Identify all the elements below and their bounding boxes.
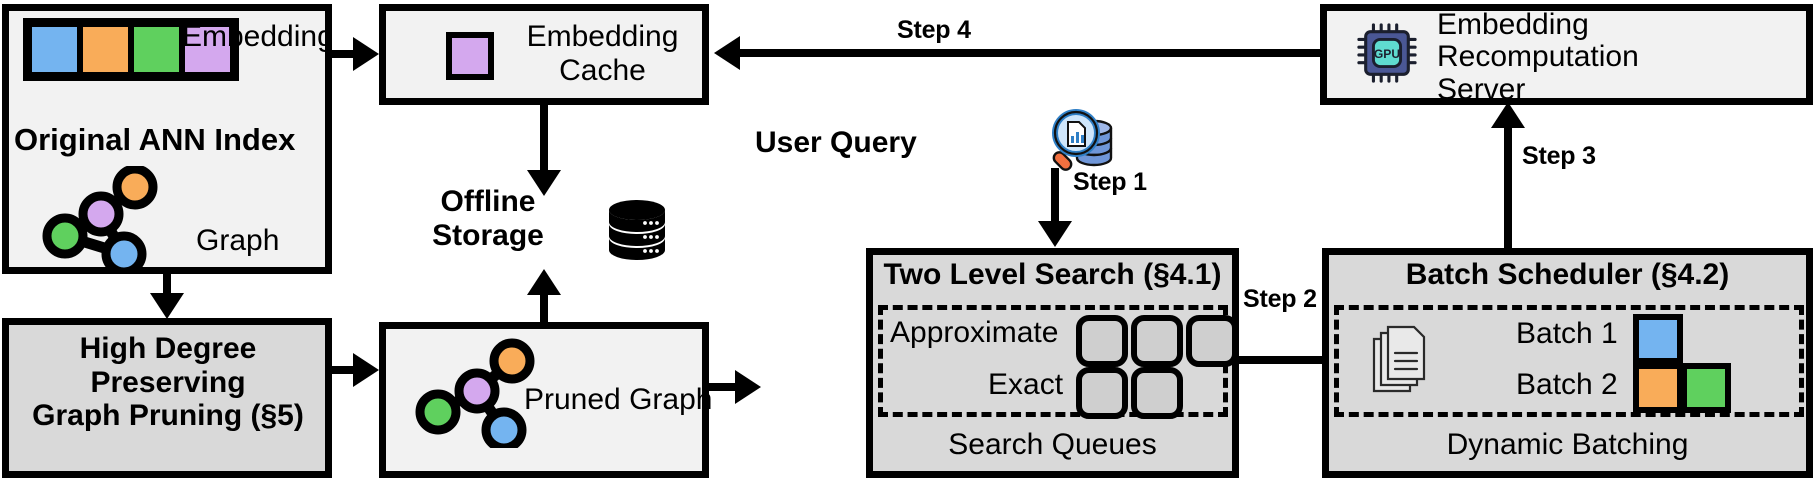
step2-arrow-line — [1239, 356, 1325, 364]
embedding-strip — [23, 18, 239, 81]
index-to-cache-head — [353, 37, 379, 71]
pruned-graph-title: Pruned Graph — [524, 383, 713, 416]
original-ann-index-title: Original ANN Index — [14, 122, 296, 157]
batch-1-cell-blue — [1633, 314, 1683, 364]
pruned-graph-icon — [415, 338, 535, 448]
step3-label: Step 3 — [1522, 142, 1596, 170]
approximate-queue-blocks[interactable] — [1076, 315, 1238, 367]
exact-queue-blocks[interactable] — [1076, 367, 1183, 419]
queue-block — [1131, 367, 1183, 419]
database-icon — [609, 200, 665, 260]
pruned-to-storage-line — [540, 295, 548, 325]
gpu-icon: GPU — [1357, 23, 1417, 83]
batch-2-cell-green — [1681, 363, 1731, 413]
step3-arrow-line — [1504, 128, 1512, 250]
cache-to-storage-line — [540, 105, 548, 170]
svg-text:GPU: GPU — [1374, 47, 1400, 61]
pruning-to-pruned-head — [353, 353, 379, 387]
embedding-cache-title: Embedding Cache — [526, 20, 679, 87]
pruned-to-search-line — [709, 383, 735, 391]
queue-block — [1076, 315, 1128, 367]
dynamic-batching-dashed-container — [1334, 305, 1804, 417]
embedding-cell-purple — [182, 24, 233, 75]
queue-block — [1076, 367, 1128, 419]
step4-label: Step 4 — [897, 16, 971, 44]
graph-pruning-title: High Degree Preserving Graph Pruning (§5… — [32, 332, 304, 433]
pruned-to-search-head — [735, 370, 761, 404]
original-graph-icon — [42, 166, 158, 272]
batch-2-label: Batch 2 — [1516, 368, 1618, 401]
step4-arrow-head — [714, 36, 740, 70]
index-to-pruning-head — [150, 293, 184, 319]
embedding-cell-orange — [80, 24, 131, 75]
recomputation-server-title: Embedding Recomputation Server — [1437, 8, 1639, 106]
pruning-to-pruned-line — [332, 366, 353, 374]
user-query-label: User Query — [755, 126, 917, 159]
step2-label: Step 2 — [1243, 285, 1317, 313]
step4-arrow-line — [740, 49, 1320, 57]
documents-stack-icon — [1372, 325, 1426, 393]
exact-label: Exact — [988, 368, 1064, 401]
embedding-cache-icon — [446, 32, 494, 80]
batch-1-label: Batch 1 — [1516, 317, 1618, 350]
queue-block — [1186, 315, 1238, 367]
index-to-pruning-line — [163, 274, 171, 293]
search-queues-footer: Search Queues — [948, 428, 1157, 461]
embedding-cell-green — [131, 24, 182, 75]
embedding-cell-blue — [29, 24, 80, 75]
cache-to-storage-head — [527, 170, 561, 196]
magnifier-over-database-icon — [1052, 109, 1113, 171]
two-level-search-title: Two Level Search (§4.1) — [883, 258, 1222, 291]
step3-arrow-head — [1491, 102, 1525, 128]
queue-block — [1131, 315, 1183, 367]
batch-scheduler-title: Batch Scheduler (§4.2) — [1405, 258, 1730, 291]
batch-2-cell-orange — [1633, 363, 1683, 413]
graph-label: Graph — [196, 224, 280, 257]
graph-pruning-box[interactable] — [2, 318, 332, 478]
step1-label: Step 1 — [1073, 168, 1147, 196]
dynamic-batching-footer: Dynamic Batching — [1446, 428, 1689, 461]
pruned-to-storage-head — [527, 269, 561, 295]
step1-arrow-line — [1051, 168, 1059, 221]
offline-storage-title: Offline Storage — [432, 185, 544, 252]
index-to-cache-line — [332, 50, 353, 58]
embedding-label: Embedding — [182, 20, 334, 53]
approximate-label: Approximate — [890, 316, 1059, 349]
step1-arrow-head — [1038, 221, 1072, 247]
embedding-cache-box[interactable] — [379, 4, 709, 105]
